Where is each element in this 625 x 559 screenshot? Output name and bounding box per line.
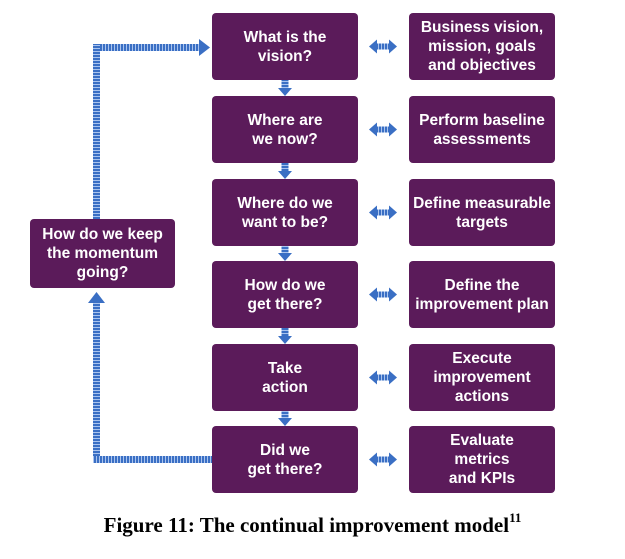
double-arrow-6 xyxy=(369,452,397,467)
step-action-baseline: Perform baseline assessments xyxy=(409,96,555,163)
step-question-get-there: How do we get there? xyxy=(212,261,358,328)
step-action-vision: Business vision, mission, goals and obje… xyxy=(409,13,555,80)
double-arrow-5 xyxy=(369,370,397,385)
down-arrow-4 xyxy=(278,328,292,344)
connector-arrows xyxy=(88,39,397,467)
step-action-plan: Define the improvement plan xyxy=(409,261,555,328)
double-arrow-2 xyxy=(369,122,397,137)
step-question-take-action: Take action xyxy=(212,344,358,411)
loop-arrow-bottom xyxy=(93,456,212,463)
loop-arrow-left-upper xyxy=(93,44,100,220)
caption-text: Figure 11: The continual improvement mod… xyxy=(103,513,510,537)
caption-superscript: 11 xyxy=(509,510,522,525)
down-arrow-2 xyxy=(278,163,292,179)
loop-arrow-top xyxy=(93,44,201,51)
loop-arrowhead-up xyxy=(88,292,105,303)
step-question-where-now: Where are we now? xyxy=(212,96,358,163)
loop-arrowhead-right xyxy=(199,39,210,56)
momentum-box: How do we keep the momentum going? xyxy=(30,219,175,288)
down-arrow-3 xyxy=(278,246,292,261)
loop-arrow-left-lower xyxy=(93,303,100,463)
double-arrow-1 xyxy=(369,39,397,54)
double-arrow-4 xyxy=(369,287,397,302)
step-action-targets: Define measurable targets xyxy=(409,179,555,246)
down-arrow-1 xyxy=(278,80,292,96)
step-question-vision: What is the vision? xyxy=(212,13,358,80)
down-arrow-5 xyxy=(278,411,292,426)
step-action-execute: Execute improvement actions xyxy=(409,344,555,411)
step-question-did-we: Did we get there? xyxy=(212,426,358,493)
continual-improvement-diagram: What is the vision? Business vision, mis… xyxy=(30,13,555,493)
step-question-want-to-be: Where do we want to be? xyxy=(212,179,358,246)
double-arrow-3 xyxy=(369,205,397,220)
step-action-evaluate: Evaluate metrics and KPIs xyxy=(409,426,555,493)
figure-caption: Figure 11: The continual improvement mod… xyxy=(0,510,625,538)
